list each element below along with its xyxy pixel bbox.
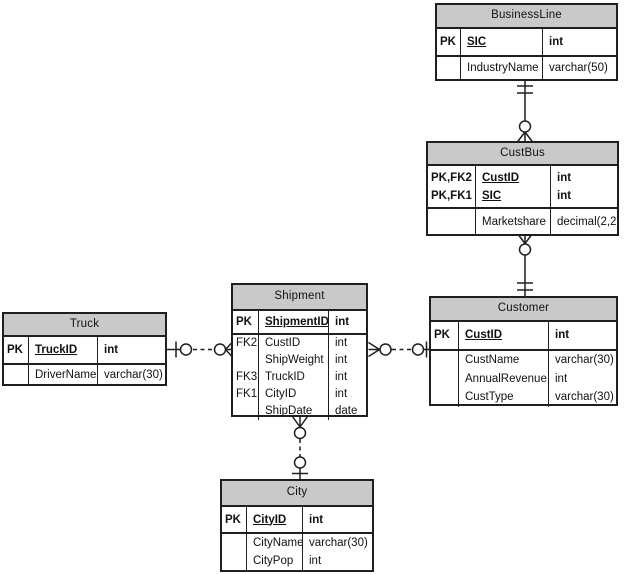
column-type-cell: varchar(30)	[104, 368, 163, 381]
column-type-cell: varchar(50)	[549, 62, 608, 74]
table-header: Truck	[4, 314, 165, 337]
zero-circle-icon	[293, 426, 307, 440]
column-name-cell: CityID	[265, 388, 297, 400]
column-key-cell: FK3	[236, 371, 258, 383]
column-type-cell: int	[557, 189, 572, 202]
table-header: City	[222, 481, 372, 507]
column-type-cell: int	[335, 371, 348, 383]
entity-table-customer: Customer PK CustID int CustName AnnualRe…	[429, 296, 618, 407]
column-name-cell: ShipmentID	[265, 315, 329, 328]
rel-shipment-customer	[368, 341, 430, 358]
rel-custbus-customer	[516, 232, 534, 297]
column-key-cell	[434, 351, 458, 370]
column-name-cell: ShipDate	[265, 405, 313, 417]
entity-table-city: City PK CityID int CityName CityPop varc…	[220, 479, 374, 572]
column-type-cell: int	[555, 329, 570, 342]
column-key-cell: PK	[225, 513, 241, 526]
zero-circle-icon	[411, 343, 425, 356]
column-name-cell: CustName	[465, 354, 520, 366]
zero-circle-icon	[379, 343, 392, 356]
rel-shipment-city	[291, 416, 309, 480]
column-type-cell: int	[555, 372, 568, 385]
column-name-cell: CityPop	[253, 555, 294, 567]
column-type-cell: int	[335, 337, 348, 349]
column-key-cell: PK	[434, 329, 450, 342]
column-name-cell: CustID	[465, 329, 503, 342]
column-name-cell: ShipWeight	[265, 354, 324, 366]
column-name-cell: CustID	[265, 337, 301, 349]
column-type-cell: int	[309, 513, 324, 526]
column-name-cell: TruckID	[265, 371, 305, 383]
crowsfoot-icon	[368, 341, 380, 358]
column-key-cell	[434, 388, 458, 407]
column-key-cell	[440, 60, 460, 76]
column-key-cell	[236, 403, 258, 420]
column-type-cell: int	[557, 171, 572, 184]
zero-circle-icon	[293, 456, 307, 469]
entity-table-custbus: CustBus PK,FK2 PK,FK1 CustID SIC int int…	[426, 141, 619, 236]
column-type-cell: int	[335, 315, 350, 328]
column-key-cell: PK,FK2	[431, 171, 472, 184]
column-key-cell: PK	[440, 36, 456, 48]
column-type-cell: decimal(2,2)	[557, 215, 617, 228]
column-key-cell: PK	[7, 344, 23, 356]
column-name-cell: IndustryName	[467, 62, 539, 74]
column-type-cell: int	[335, 354, 348, 366]
column-key-cell	[7, 367, 28, 383]
zero-circle-icon	[518, 120, 532, 133]
column-name-cell: DriverName	[35, 368, 97, 381]
column-key-cell: PK,FK1	[431, 189, 472, 202]
column-name-cell: CustType	[465, 391, 514, 403]
column-name-cell: SIC	[467, 36, 487, 48]
zero-circle-icon	[518, 243, 532, 256]
column-key-cell	[431, 213, 475, 231]
column-name-cell: TruckID	[35, 344, 78, 356]
column-type-cell: int	[104, 344, 119, 356]
column-name-cell: CityID	[253, 513, 287, 526]
rel-truck-shipment	[166, 341, 233, 358]
column-key-cell: FK1	[236, 388, 258, 400]
column-type-cell: varchar(30)	[555, 391, 614, 403]
column-type-cell: int	[309, 555, 322, 567]
column-name-cell: SIC	[482, 189, 502, 202]
zero-circle-icon	[213, 343, 227, 356]
column-type-cell: varchar(30)	[555, 354, 614, 366]
table-header: Customer	[431, 298, 616, 322]
column-name-cell: Marketshare	[482, 215, 546, 228]
column-key-cell	[236, 352, 258, 369]
table-header: CustBus	[428, 143, 617, 166]
column-type-cell: int	[549, 36, 564, 48]
column-name-cell: CustID	[482, 171, 520, 184]
column-key-cell	[434, 370, 458, 389]
entity-table-shipment: Shipment PK ShipmentID int FK2 FK3 FK1 C…	[231, 283, 368, 420]
table-header: Shipment	[233, 285, 366, 311]
column-type-cell: int	[335, 388, 348, 400]
entity-table-businessline: BusinessLine PK SIC int IndustryName var…	[435, 3, 618, 81]
table-header: BusinessLine	[437, 5, 616, 29]
column-type-cell: date	[335, 405, 358, 417]
column-name-cell: CityName	[253, 537, 303, 549]
column-name-cell: AnnualRevenue	[465, 372, 547, 385]
column-key-cell	[225, 552, 246, 570]
column-type-cell: varchar(30)	[309, 537, 368, 549]
zero-circle-icon	[179, 343, 193, 356]
column-key-cell	[225, 534, 246, 552]
column-key-cell: FK2	[236, 337, 258, 349]
rel-businessline-custbus	[516, 78, 534, 143]
column-key-cell: PK	[236, 315, 252, 328]
entity-table-truck: Truck PK TruckID int DriverName varchar(…	[2, 312, 167, 386]
